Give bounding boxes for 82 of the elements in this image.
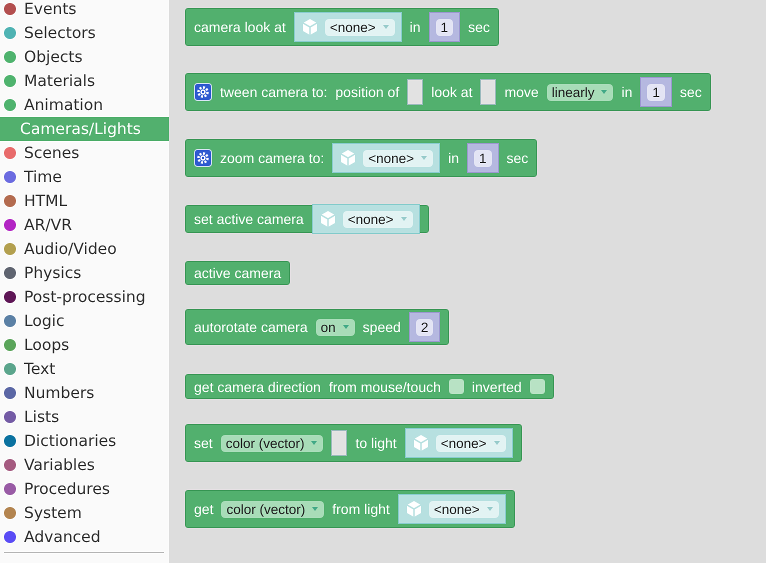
code-block bbox=[185, 139, 538, 177]
code-block bbox=[185, 374, 554, 399]
block-label: get camera direction bbox=[194, 378, 321, 394]
object-input bbox=[332, 143, 440, 173]
number-input bbox=[640, 77, 672, 107]
block-label: in bbox=[410, 19, 421, 35]
object-input bbox=[312, 204, 420, 234]
empty-input bbox=[331, 430, 348, 456]
category-label: AR/VR bbox=[24, 216, 72, 234]
category-label: Objects bbox=[24, 48, 83, 66]
object-input bbox=[294, 12, 402, 42]
selected-category: Cameras/Lights bbox=[0, 117, 169, 141]
block-label: set active camera bbox=[194, 211, 304, 227]
number-field: 1 bbox=[474, 150, 492, 166]
category-label: Materials bbox=[24, 72, 96, 90]
block-label: autorotate camera bbox=[194, 319, 308, 335]
dropdown: <none> bbox=[428, 500, 499, 518]
category-label: Numbers bbox=[24, 384, 94, 402]
block-label: sec bbox=[506, 150, 528, 166]
number-input bbox=[408, 312, 440, 342]
dropdown: color (vector) bbox=[221, 500, 324, 518]
object-input bbox=[398, 494, 506, 524]
dropdown: linearly bbox=[546, 84, 614, 100]
dropdown: on bbox=[316, 318, 355, 336]
block-label: zoom camera to: bbox=[220, 150, 324, 166]
dropdown: color (vector) bbox=[220, 434, 324, 452]
category-label: Logic bbox=[24, 312, 65, 330]
category-label: Physics bbox=[24, 264, 82, 282]
checkbox bbox=[530, 379, 545, 394]
category-label: Events bbox=[24, 0, 76, 18]
code-block bbox=[185, 261, 290, 285]
object-input bbox=[404, 428, 513, 458]
category-label: Procedures bbox=[24, 480, 110, 498]
code-block bbox=[185, 490, 515, 528]
category-label: Post-processing bbox=[24, 288, 146, 306]
number-field: 2 bbox=[416, 318, 434, 336]
category-label: Text bbox=[24, 360, 56, 378]
category-label: Variables bbox=[24, 456, 95, 474]
category-label: Dictionaries bbox=[24, 432, 116, 450]
block-label: set bbox=[194, 435, 213, 451]
category-label: Selectors bbox=[24, 24, 96, 42]
block-label: move bbox=[504, 84, 539, 100]
empty-input bbox=[480, 79, 496, 105]
category-label: Animation bbox=[24, 96, 104, 114]
dropdown: <none> bbox=[436, 434, 506, 452]
block-label: inverted bbox=[472, 378, 522, 394]
code-block bbox=[185, 205, 429, 233]
block-label: in bbox=[621, 84, 632, 100]
number-field: 1 bbox=[647, 84, 665, 100]
category-label: Time bbox=[24, 168, 62, 186]
category-label: Audio/Video bbox=[24, 240, 117, 258]
category-label: Scenes bbox=[24, 144, 80, 162]
block-label: to light bbox=[355, 435, 397, 451]
dropdown: <none> bbox=[324, 18, 395, 36]
code-block bbox=[185, 73, 711, 111]
block-label: active camera bbox=[194, 265, 282, 281]
block-label: speed bbox=[362, 319, 401, 335]
block-label: position of bbox=[335, 84, 400, 100]
block-label: sec bbox=[680, 84, 702, 100]
block-label: camera look at bbox=[194, 19, 286, 35]
block-label: in bbox=[448, 150, 459, 166]
empty-input bbox=[407, 79, 424, 105]
category-label: Lists bbox=[24, 408, 60, 426]
block-label: get bbox=[194, 501, 214, 517]
number-input bbox=[466, 143, 498, 173]
block-label: look at bbox=[431, 84, 472, 100]
number-field: 1 bbox=[436, 18, 454, 36]
category-label: Loops bbox=[24, 336, 70, 354]
block-label: sec bbox=[468, 19, 490, 35]
category-label: Advanced bbox=[24, 528, 101, 546]
checkbox bbox=[448, 379, 464, 394]
code-block bbox=[185, 309, 450, 345]
block-label: from mouse/touch bbox=[328, 378, 441, 394]
code-block bbox=[185, 8, 499, 46]
category-label: HTML bbox=[24, 192, 68, 210]
category-label: System bbox=[24, 504, 82, 522]
number-input bbox=[428, 12, 460, 42]
dropdown: <none> bbox=[342, 210, 413, 228]
block-label: from light bbox=[332, 501, 390, 517]
dropdown: <none> bbox=[363, 150, 434, 166]
block-label: tween camera to: bbox=[220, 84, 328, 100]
code-block bbox=[185, 424, 522, 462]
